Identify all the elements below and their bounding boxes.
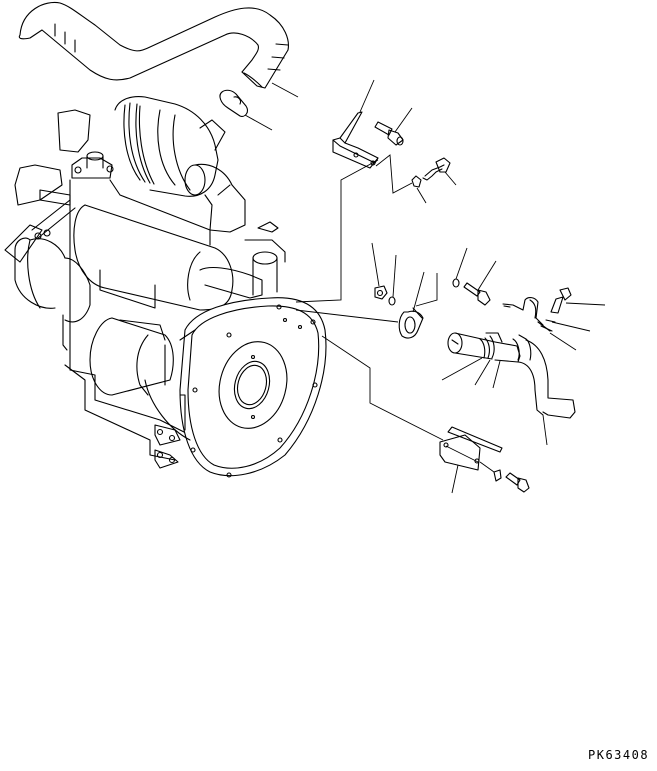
nut bbox=[371, 242, 388, 300]
flange-bolt bbox=[422, 157, 457, 186]
tail-hose bbox=[494, 334, 576, 446]
pipe-clamp bbox=[502, 297, 551, 332]
plate-washer bbox=[479, 461, 502, 482]
clamp-washers bbox=[540, 319, 591, 351]
washer bbox=[388, 254, 397, 306]
clip-clamp bbox=[295, 271, 425, 339]
lock-washer-upper bbox=[411, 175, 427, 204]
cover-plate bbox=[321, 335, 503, 494]
washer-right bbox=[415, 247, 468, 307]
pipe bbox=[441, 332, 503, 389]
leader-line bbox=[295, 154, 413, 303]
engine-assembly bbox=[4, 96, 327, 478]
figure-code: PK63408 bbox=[588, 748, 650, 762]
clamp-bolt bbox=[550, 287, 606, 314]
air-intake-hose bbox=[18, 1, 299, 98]
plate-bolt bbox=[505, 472, 530, 493]
hose-clamp bbox=[219, 89, 273, 131]
upper-bracket bbox=[332, 79, 379, 169]
bracket-bolt bbox=[374, 107, 413, 146]
bolt-right bbox=[463, 260, 497, 306]
